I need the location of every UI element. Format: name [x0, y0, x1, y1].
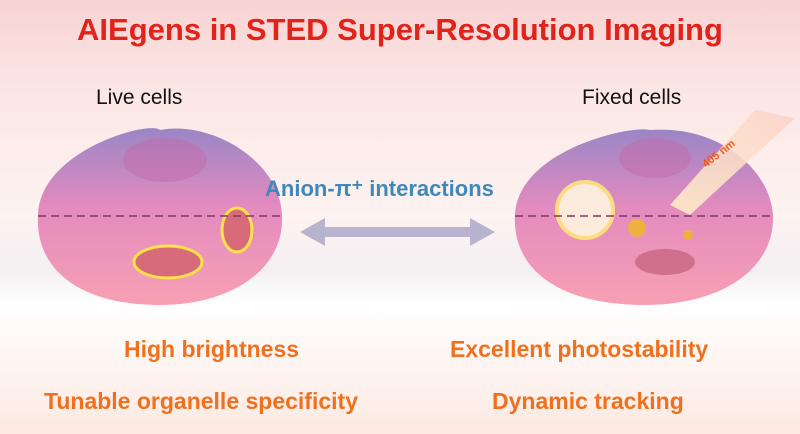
glowing-organelle: [555, 180, 615, 240]
live-cells-label: Live cells: [96, 86, 183, 109]
feature-photostability: Excellent photostability: [450, 336, 709, 362]
nucleus: [123, 138, 207, 182]
anion-pi-label: Anion-π⁺ interactions: [265, 176, 494, 201]
laser-beam: [670, 110, 795, 215]
feature-high-brightness: High brightness: [124, 336, 300, 362]
nucleus: [619, 138, 691, 178]
fixed-cells-label: Fixed cells: [582, 86, 682, 109]
feature-dynamic-tracking: Dynamic tracking: [492, 388, 684, 414]
mitochondrion: [132, 244, 204, 280]
double-arrow: [300, 218, 495, 246]
title: AIEgens in STED Super-Resolution Imaging: [77, 12, 723, 47]
mitochondrion: [220, 206, 254, 254]
feature-organelle-specificity: Tunable organelle specificity: [44, 388, 358, 414]
